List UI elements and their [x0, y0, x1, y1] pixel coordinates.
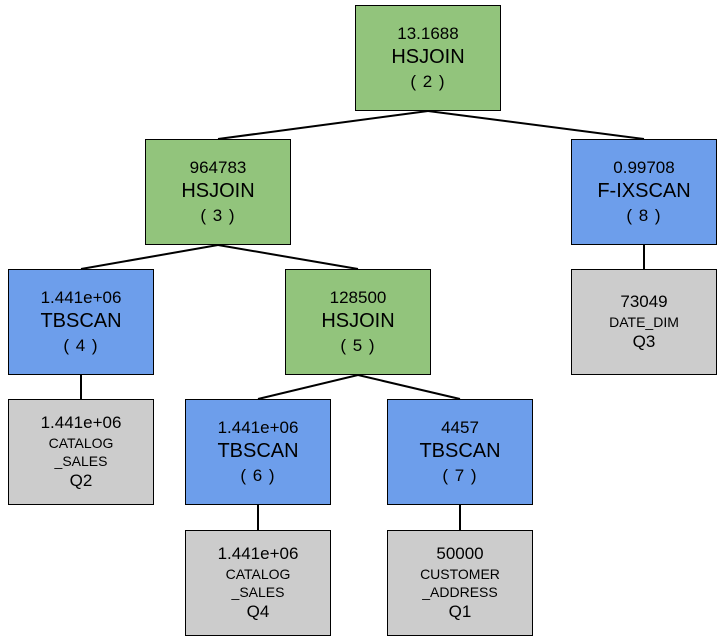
- table-quantifier: Q4: [246, 602, 270, 622]
- node-id: ( 6 ): [240, 466, 276, 485]
- node-cost: 0.99708: [613, 158, 675, 178]
- table-name-line: _ADDRESS: [422, 584, 498, 600]
- node-cost: 964783: [189, 158, 247, 178]
- table-name-line: CATALOG: [48, 434, 114, 451]
- table-quantifier: Q3: [632, 332, 656, 352]
- table-cardinality: 73049: [620, 292, 668, 312]
- node-cost: 4457: [441, 418, 479, 438]
- node-operator: HSJOIN: [391, 46, 465, 68]
- edge-n3-n4: [80, 244, 219, 270]
- node-id: ( 5 ): [340, 336, 376, 355]
- plan-node-fixscan-8[interactable]: 0.99708 F-IXSCAN ( 8 ): [571, 139, 717, 245]
- table-node-catalog-sales-q2[interactable]: 1.441e+06 CATALOG _SALES Q2: [8, 399, 154, 505]
- node-cost: 13.1688: [397, 24, 459, 44]
- node-operator: F-IXSCAN: [597, 180, 691, 202]
- node-operator: TBSCAN: [217, 440, 299, 462]
- table-name-line: CATALOG: [225, 565, 291, 582]
- table-name-line: _SALES: [231, 584, 285, 600]
- table-node-catalog-sales-q4[interactable]: 1.441e+06 CATALOG _SALES Q4: [185, 530, 331, 636]
- node-cost: 128500: [329, 288, 387, 308]
- node-cost: 1.441e+06: [40, 288, 122, 308]
- node-id: ( 2 ): [410, 72, 446, 91]
- plan-node-tbscan-7[interactable]: 4457 TBSCAN ( 7 ): [387, 399, 533, 505]
- node-operator: TBSCAN: [40, 310, 122, 332]
- table-quantifier: Q2: [69, 471, 93, 491]
- node-operator: TBSCAN: [419, 440, 501, 462]
- edge-n2-n8: [427, 110, 645, 140]
- node-cost: 1.441e+06: [217, 418, 299, 438]
- table-node-date-dim-q3[interactable]: 73049 DATE_DIM Q3: [571, 269, 717, 375]
- table-quantifier: Q1: [448, 602, 472, 622]
- plan-node-tbscan-6[interactable]: 1.441e+06 TBSCAN ( 6 ): [185, 399, 331, 505]
- node-operator: HSJOIN: [181, 180, 255, 202]
- table-cardinality: 1.441e+06: [40, 413, 122, 433]
- edge-n5-n6: [257, 374, 359, 400]
- table-cardinality: 1.441e+06: [217, 544, 299, 564]
- plan-node-hsjoin-2[interactable]: 13.1688 HSJOIN ( 2 ): [355, 5, 501, 111]
- node-id: ( 3 ): [200, 206, 236, 225]
- table-name-line: CUSTOMER: [420, 565, 500, 582]
- node-operator: HSJOIN: [321, 310, 395, 332]
- table-name-line: _SALES: [54, 453, 108, 469]
- plan-node-hsjoin-3[interactable]: 964783 HSJOIN ( 3 ): [145, 139, 291, 245]
- node-id: ( 7 ): [442, 466, 478, 485]
- node-id: ( 4 ): [63, 336, 99, 355]
- plan-node-tbscan-4[interactable]: 1.441e+06 TBSCAN ( 4 ): [8, 269, 154, 375]
- table-cardinality: 50000: [436, 544, 484, 564]
- table-name-line: DATE_DIM: [609, 313, 679, 330]
- table-node-customer-address-q1[interactable]: 50000 CUSTOMER _ADDRESS Q1: [387, 530, 533, 636]
- plan-node-hsjoin-5[interactable]: 128500 HSJOIN ( 5 ): [285, 269, 431, 375]
- edge-n5-n7: [357, 374, 461, 400]
- edge-n3-n5: [217, 244, 359, 270]
- node-id: ( 8 ): [626, 206, 662, 225]
- edge-n2-n3: [217, 110, 429, 140]
